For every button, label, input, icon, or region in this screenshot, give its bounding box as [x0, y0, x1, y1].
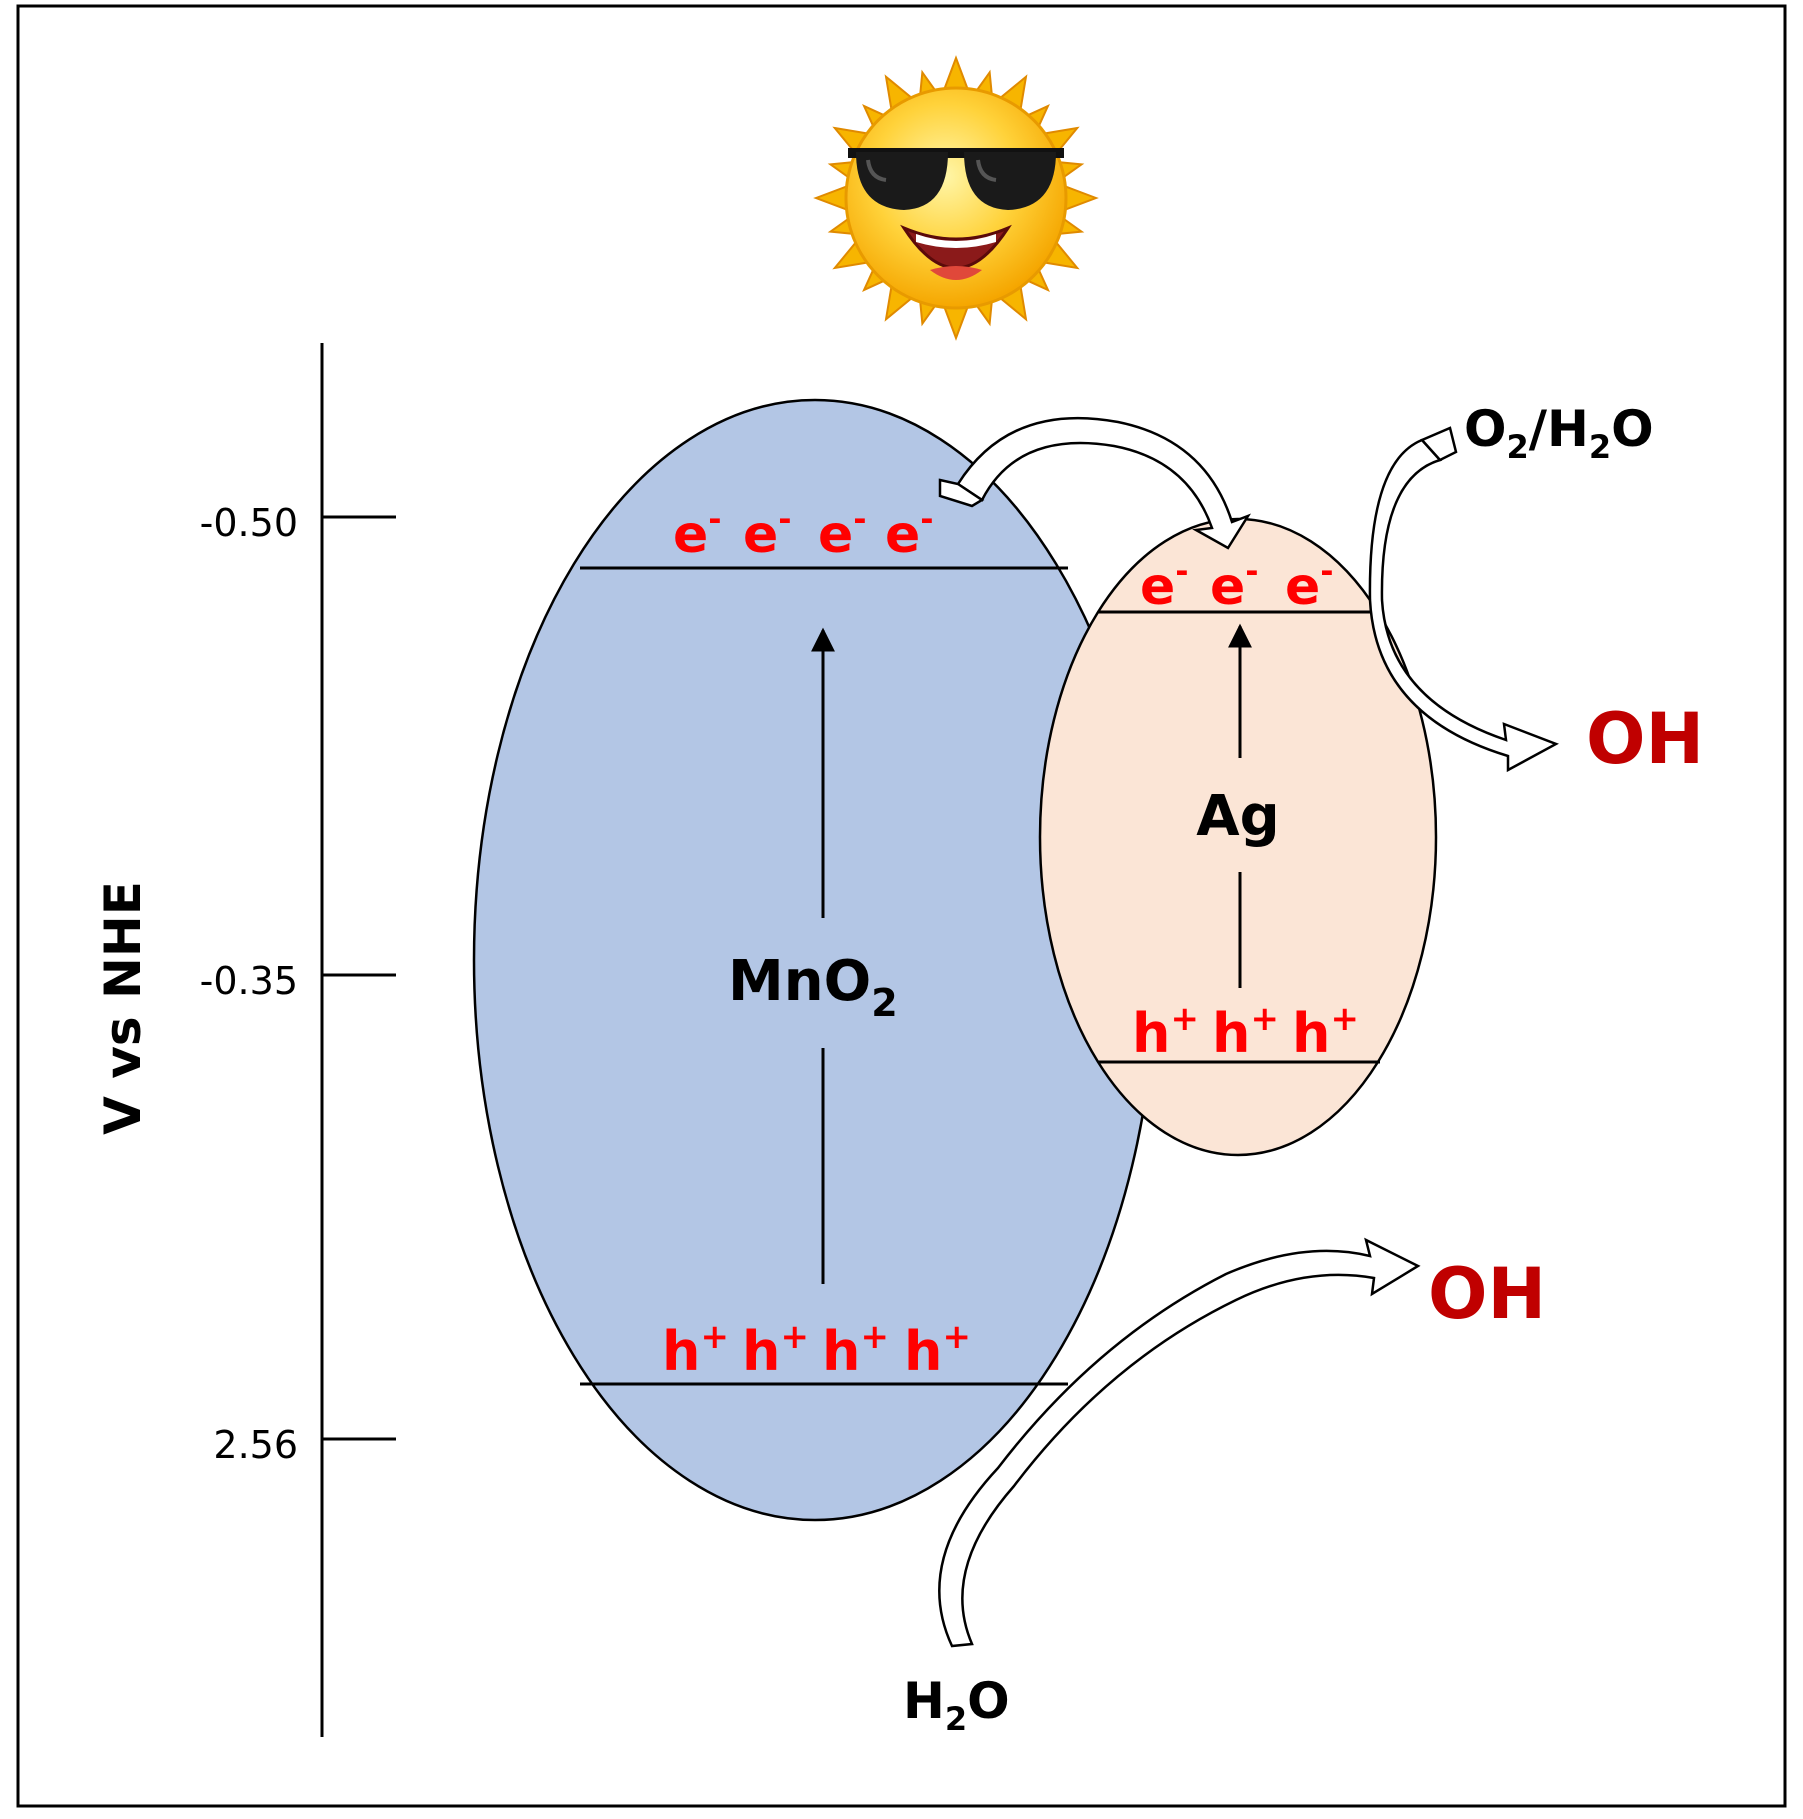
- ag-holes: h+ h+ h+: [1132, 999, 1359, 1065]
- water-oxidation-arrow: [938, 1237, 1421, 1648]
- axis-tick-label: 2.56: [213, 1423, 298, 1467]
- electron: e-: [818, 500, 867, 565]
- mno2-holes: h+ h+ h+ h+: [662, 1317, 971, 1383]
- ag-electrons: e- e- e-: [1140, 552, 1334, 617]
- hole: h+: [1132, 999, 1199, 1065]
- electron: e-: [885, 500, 934, 565]
- electron: e-: [1285, 552, 1334, 617]
- o2-reduction-arrow: [1368, 426, 1559, 773]
- hole: h+: [1212, 999, 1279, 1065]
- sun-with-sunglasses-icon: [813, 55, 1099, 341]
- hole: h+: [662, 1317, 729, 1383]
- axis-tick-label: -0.35: [200, 959, 298, 1003]
- sunglasses-icon: [848, 148, 1064, 210]
- mno2-label: MnO2: [728, 949, 898, 1025]
- axis-tick-label: -0.50: [200, 501, 298, 545]
- electron: e-: [743, 500, 792, 565]
- hole: h+: [904, 1317, 971, 1383]
- hole: h+: [742, 1317, 809, 1383]
- hydroxyl-radical-label: OH: [1586, 698, 1704, 780]
- electron: e-: [1140, 552, 1189, 617]
- electron-transfer-arrow: [938, 416, 1252, 550]
- electron: e-: [673, 500, 722, 565]
- hole: h+: [822, 1317, 889, 1383]
- ag-label: Ag: [1196, 784, 1279, 849]
- hydroxyl-radical-label: OH: [1428, 1253, 1546, 1335]
- water-label: H2O: [903, 1672, 1010, 1738]
- electron: e-: [1210, 552, 1259, 617]
- o2-h2o-label: O2/H2O: [1464, 400, 1654, 466]
- outer-frame: [16, 4, 1787, 1808]
- axis-title: V vs NHE: [94, 881, 152, 1135]
- hole: h+: [1292, 999, 1359, 1065]
- mno2-electrons: e- e- e- e-: [673, 500, 934, 565]
